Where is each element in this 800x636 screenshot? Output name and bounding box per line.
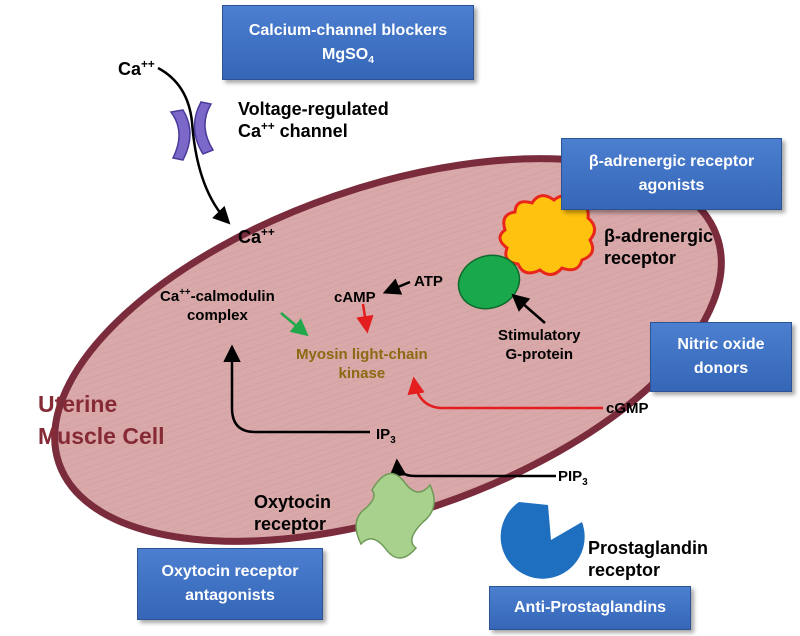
mlck-line1: Myosin light-chain: [296, 346, 428, 363]
cgmp-label: cGMP: [606, 400, 649, 417]
g-protein-icon: [457, 254, 521, 310]
g-protein-line1: Stimulatory: [498, 327, 581, 344]
oxy-line2: antagonists: [185, 587, 275, 604]
calmodulin-line1: Ca++-calmodulin: [160, 287, 275, 305]
ip3-to-calmodulin-arrow: [223, 344, 370, 434]
prostaglandin-receptor-icon: [500, 502, 585, 579]
ca-inside-label: Ca++: [238, 226, 275, 247]
beta-line2: agonists: [638, 177, 705, 194]
voltage-channel-label: Voltage-regulated Ca++ channel: [238, 98, 389, 142]
no-line1: Nitric oxide: [677, 336, 765, 353]
anti-pg-label: Anti-Prostaglandins: [513, 599, 666, 616]
mlck-line2: kinase: [338, 365, 386, 382]
atp-to-camp-arrow: [382, 278, 411, 295]
calmodulin-line2: complex: [186, 307, 248, 324]
ccb-line2: MgSO4: [322, 45, 374, 66]
oxytocin-antagonists-box: Oxytocin receptor antagonists: [137, 548, 323, 620]
voltage-channel-line2: Ca++ channel: [238, 120, 348, 141]
ca-outside-label: Ca++: [118, 58, 155, 79]
g-protein-label: Stimulatory G-protein: [498, 326, 581, 364]
atp-label: ATP: [414, 273, 443, 290]
beta-receptor-line1: β-adrenergic: [604, 226, 714, 246]
beta-receptor-icon: [498, 194, 596, 276]
g-protein-pointer: [511, 293, 546, 324]
calmodulin-complex-label: Ca++-calmodulin complex: [160, 287, 275, 325]
calcium-channel-blockers-box: Calcium-channel blockers MgSO4: [222, 5, 474, 80]
anti-prostaglandins-box: Anti-Prostaglandins: [489, 586, 691, 630]
camp-inhibit-arrow: [356, 303, 374, 334]
beta-receptor-label: β-adrenergic receptor: [604, 225, 713, 269]
cell-title-line2: Muscle Cell: [38, 423, 165, 449]
oxy-receptor-line1: Oxytocin: [254, 492, 332, 512]
g-protein-line2: G-protein: [505, 346, 574, 363]
beta-line1: β-adrenergic receptor: [588, 153, 755, 170]
oxy-receptor-line2: receptor: [254, 514, 327, 534]
oxytocin-receptor-icon: [355, 472, 435, 559]
pg-receptor-line1: Prostaglandin: [588, 538, 709, 558]
calmodulin-activate-arrow: [280, 312, 309, 337]
pip3-to-ip3-arrow: [389, 458, 556, 478]
voltage-channel-line1: Voltage-regulated: [238, 99, 389, 119]
nitric-oxide-donors-box: Nitric oxide donors: [650, 322, 792, 392]
pg-receptor-line2: receptor: [588, 560, 661, 580]
pip3-label: PIP3: [558, 468, 588, 488]
calcium-influx-arrow: [157, 66, 231, 225]
cell-title-line1: Uterine: [38, 391, 118, 417]
no-line2: donors: [693, 360, 749, 377]
cgmp-inhibit-arrow: [407, 376, 603, 410]
oxy-line1: Oxytocin receptor: [161, 563, 299, 580]
oxytocin-receptor-label: Oxytocin receptor: [254, 491, 331, 535]
prostaglandin-receptor-label: Prostaglandin receptor: [588, 537, 708, 581]
camp-label: cAMP: [334, 289, 376, 306]
ccb-line1: Calcium-channel blockers: [248, 21, 448, 39]
beta-receptor-line2: receptor: [604, 248, 677, 268]
mlck-label: Myosin light-chain kinase: [296, 345, 428, 383]
uterine-muscle-cell-title: Uterine Muscle Cell: [38, 388, 165, 452]
ip3-label: IP3: [376, 426, 396, 446]
calcium-channel-icon: [169, 101, 215, 161]
beta-agonists-box: β-adrenergic receptor agonists: [561, 138, 782, 210]
